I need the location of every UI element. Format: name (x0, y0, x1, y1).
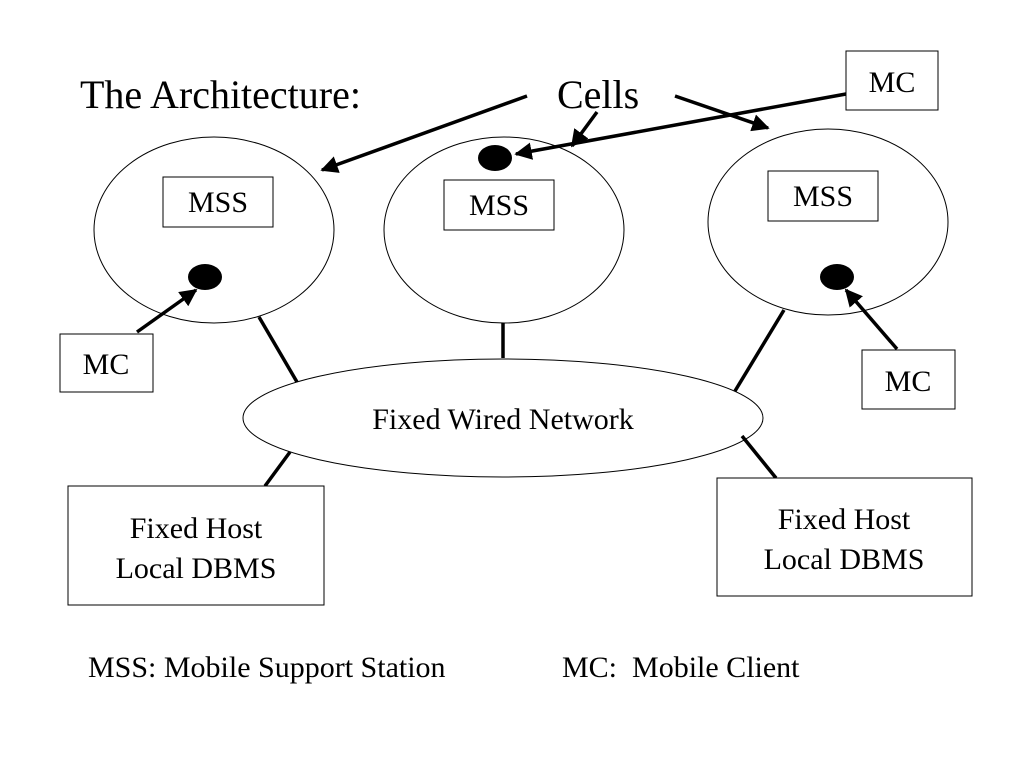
link-host-left (263, 450, 292, 488)
mc-label-right: MC (885, 365, 932, 398)
mss-box-left: MSS (162, 176, 274, 228)
fixed-host-right: Fixed Host Local DBMS (716, 477, 973, 597)
cells-label: Cells (557, 72, 639, 117)
mss-box-middle: MSS (443, 179, 555, 231)
legend-mc: MC: Mobile Client (562, 651, 800, 684)
link-host-right (740, 434, 778, 480)
mobile-client-dot-right (820, 264, 854, 290)
fixed-host-left: Fixed Host Local DBMS (67, 485, 325, 606)
mobile-client-dot-left (188, 264, 222, 290)
mss-label-left: MSS (188, 186, 248, 219)
link-cell-left (257, 316, 299, 383)
cells-arrow-right (674, 94, 770, 132)
mc-box-top: MC (845, 50, 939, 111)
mss-label-right: MSS (793, 180, 853, 213)
slide-title: The Architecture: (80, 72, 361, 117)
link-cell-right (733, 309, 786, 392)
cell-right (707, 128, 949, 316)
mc-label-top: MC (869, 66, 916, 99)
cell-left (93, 136, 335, 324)
fixed-wired-network (242, 358, 764, 478)
mc-arrow-left (135, 288, 198, 334)
cells-arrow-middle (570, 110, 599, 148)
legend-mss: MSS: Mobile Support Station (88, 651, 446, 684)
fixed-host-right-line2: Local DBMS (764, 543, 925, 576)
fixed-host-left-line2: Local DBMS (116, 552, 277, 585)
fixed-host-right-line1: Fixed Host (778, 503, 911, 536)
network-label: Fixed Wired Network (372, 403, 634, 436)
mc-arrow-right (844, 288, 899, 351)
mss-box-right: MSS (767, 170, 879, 222)
fixed-host-left-line1: Fixed Host (130, 512, 263, 545)
mc-arrow-top (514, 92, 847, 160)
mc-box-left: MC (59, 333, 154, 393)
mc-label-left: MC (83, 348, 130, 381)
cells-arrow-left (320, 94, 528, 173)
mss-label-middle: MSS (469, 189, 529, 222)
mc-box-right: MC (861, 349, 956, 410)
mobile-client-dot-top (478, 145, 512, 171)
